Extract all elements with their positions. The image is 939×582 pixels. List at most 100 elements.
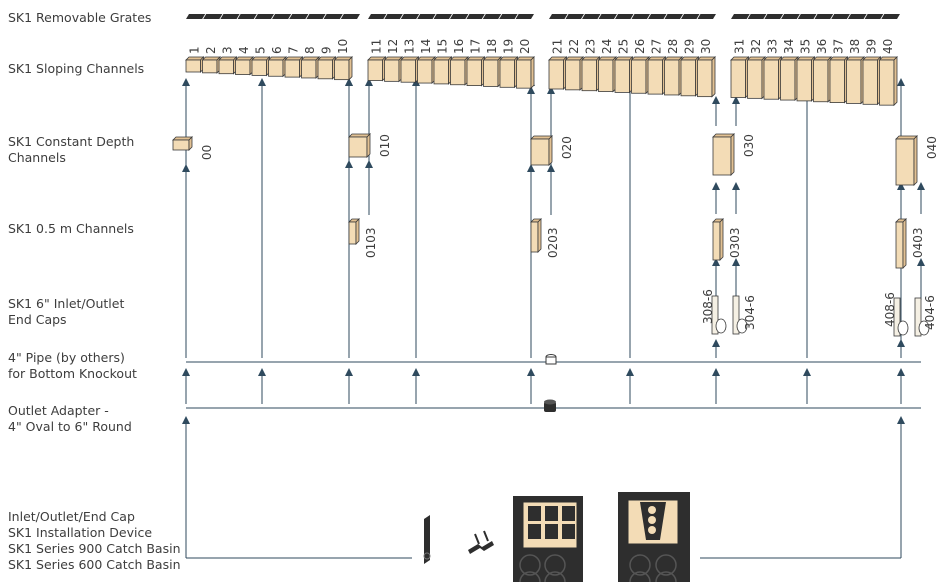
- channel-face: [730, 59, 746, 98]
- channel-face: [172, 139, 190, 151]
- channel-face: [598, 59, 614, 92]
- grate-segment: [864, 14, 884, 19]
- channel-face: [879, 59, 895, 106]
- channel-face: [185, 59, 201, 73]
- channel-face: [813, 59, 829, 103]
- inlet-outlet-cap-icon: [423, 552, 431, 560]
- channel-side: [355, 218, 360, 245]
- catch-basin-grid: [562, 506, 575, 521]
- channel-side: [893, 56, 898, 107]
- label-pipe-bottom-knockout: 4" Pipe (by others) for Bottom Knockout: [8, 350, 137, 381]
- channel-face: [268, 59, 284, 77]
- sloping-channel: [796, 56, 816, 102]
- channel-face: [530, 221, 539, 253]
- grate-segment: [340, 14, 360, 19]
- catch-basin-600: [618, 492, 690, 582]
- sloping-channel-number: 18: [485, 39, 499, 54]
- channel-face: [780, 59, 796, 101]
- grate-segment: [881, 14, 900, 19]
- label-constant-depth-channels: SK1 Constant Depth Channels: [8, 134, 135, 165]
- channel-face: [664, 59, 680, 96]
- sloping-channel-number: 30: [699, 39, 713, 54]
- grate-segment: [254, 14, 274, 19]
- sloping-channel: [284, 56, 304, 79]
- grate-segment: [237, 14, 257, 19]
- channel-side: [711, 56, 716, 98]
- sloping-channel-number: 32: [749, 39, 763, 54]
- sloping-channel-number: 34: [782, 39, 796, 54]
- sloping-channel: [663, 56, 683, 96]
- label-removable-grates: SK1 Removable Grates: [8, 10, 152, 25]
- channel-side: [719, 218, 724, 261]
- sloping-channel-number: 23: [584, 39, 598, 54]
- grate-segment: [731, 14, 750, 19]
- sloping-channel: [812, 56, 832, 103]
- sloping-channel: [482, 56, 502, 88]
- sloping-channel: [449, 56, 469, 86]
- sloping-channel-number: 16: [452, 39, 466, 54]
- grate-segment: [598, 14, 617, 19]
- end-cap-plate: [893, 297, 901, 337]
- channel-side: [530, 56, 535, 90]
- sloping-channel-number: 39: [865, 39, 879, 54]
- sloping-channel-number: 38: [848, 39, 862, 54]
- grate-segment: [648, 14, 667, 19]
- constant-depth-label: 020: [560, 136, 574, 159]
- end-cap-label: 408-6: [883, 292, 897, 327]
- connector-lines: [182, 78, 925, 559]
- half-meter-channel: [348, 218, 360, 245]
- sloping-channel: [400, 56, 420, 84]
- sloping-channel-number: 1: [188, 46, 202, 54]
- channel-face: [631, 59, 647, 94]
- grate-segment: [306, 14, 326, 19]
- grate-segment: [565, 14, 584, 19]
- label-end-caps: SK1 6" Inlet/Outlet End Caps: [8, 296, 125, 327]
- half-meter-label: 0303: [728, 227, 742, 258]
- sloping-channel-number: 15: [436, 39, 450, 54]
- grate-segment: [764, 14, 784, 19]
- channel-face: [581, 59, 597, 92]
- grate-segment: [814, 14, 834, 19]
- channel-face: [895, 138, 915, 186]
- sloping-channel: [515, 56, 535, 90]
- sloping-channel: [416, 56, 436, 85]
- sloping-channel-number: 6: [270, 46, 284, 54]
- catch-basin-knockout: [519, 554, 541, 576]
- sloping-channel: [333, 56, 353, 81]
- channel-face: [251, 59, 267, 76]
- sloping-channel-number: 12: [386, 39, 400, 54]
- channel-face: [284, 59, 300, 78]
- sloping-channel-number: 22: [567, 39, 581, 54]
- sloping-channel: [201, 56, 221, 74]
- constant-depth-channel: [530, 135, 553, 166]
- sloping-channel-number: 9: [320, 46, 334, 54]
- catch-basin-grid: [562, 524, 575, 539]
- label-half-meter-channels: SK1 0.5 m Channels: [8, 221, 134, 236]
- grate-segment: [220, 14, 240, 19]
- sloping-channel-number: 7: [287, 46, 301, 54]
- channel-face: [466, 59, 482, 87]
- half-meter-channel: [530, 218, 542, 253]
- grate-segment: [664, 14, 683, 19]
- sloping-channel-number: 37: [832, 39, 846, 54]
- grate-segment: [781, 14, 800, 19]
- sloping-channel: [763, 56, 783, 101]
- sloping-channel-number: 27: [650, 39, 664, 54]
- end-cap-plate: [732, 295, 740, 335]
- grate-segment: [631, 14, 650, 19]
- channel-face: [829, 59, 845, 103]
- catch-basin-knockout: [519, 571, 541, 582]
- channel-face: [862, 59, 878, 105]
- catch-basin-grid: [545, 506, 558, 521]
- channel-face: [367, 59, 383, 81]
- grate-segment: [272, 14, 292, 19]
- constant-depth-label: 00: [200, 145, 214, 160]
- channel-face: [614, 59, 630, 93]
- sloping-channel-number: 29: [683, 39, 697, 54]
- sloping-channel-number: 40: [881, 39, 895, 54]
- channel-face: [450, 59, 466, 86]
- channel-face: [530, 138, 550, 166]
- end-cap-knockout: [918, 320, 930, 336]
